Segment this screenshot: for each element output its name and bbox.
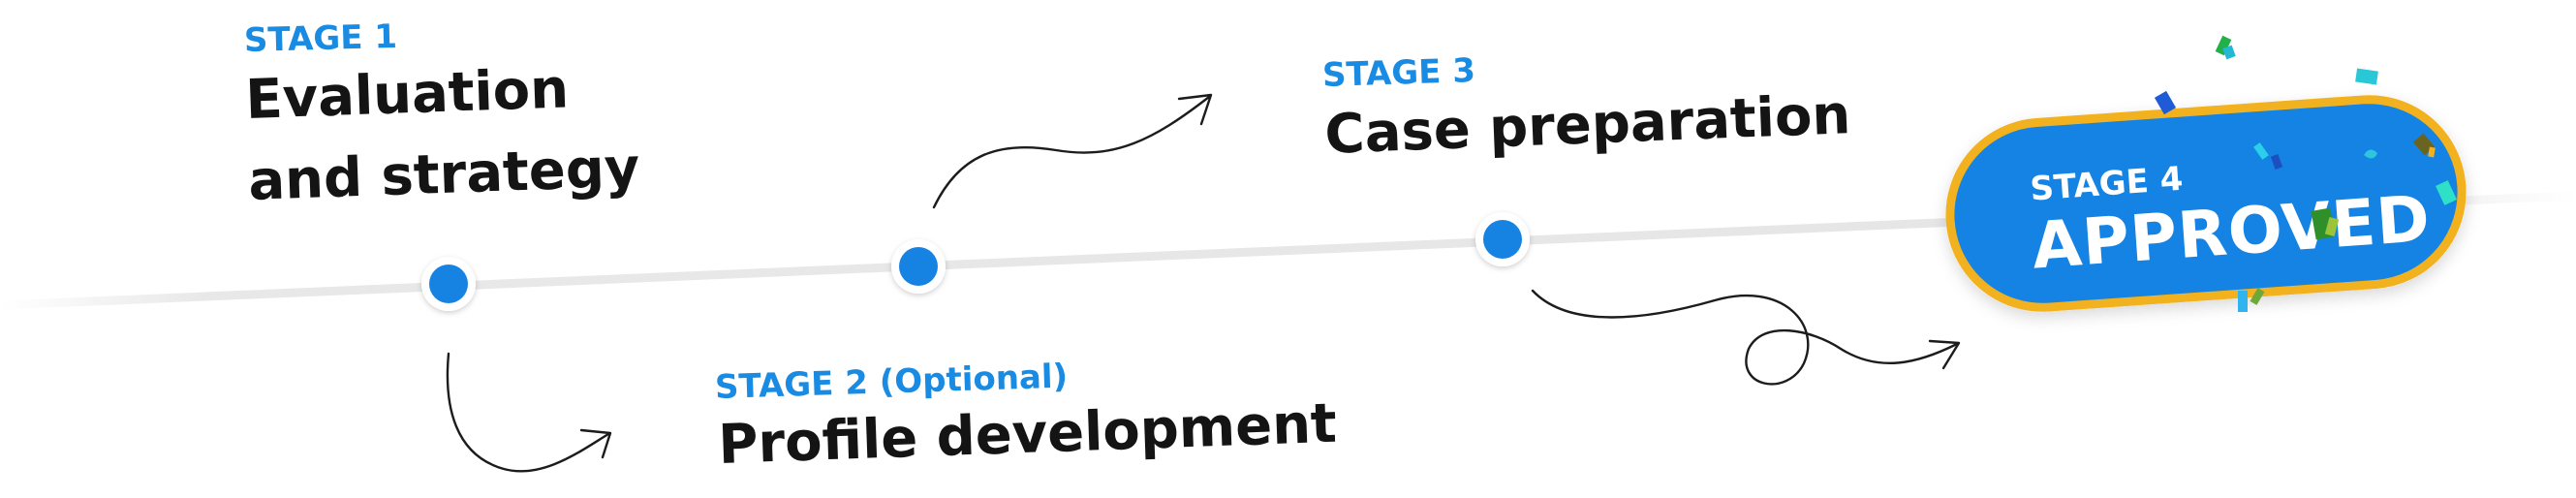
arrow-stage-3-to-4 bbox=[1531, 289, 1961, 386]
stage-1-label: STAGE 1 bbox=[243, 16, 398, 60]
approved-badge: STAGE 4 APPROVED bbox=[1939, 88, 2473, 319]
arrow-stage-2-to-3 bbox=[932, 93, 1213, 209]
milestone-dot-stage-2 bbox=[891, 239, 946, 294]
stage-1-title: Evaluation and strategy bbox=[244, 57, 641, 213]
stage-3-label: STAGE 3 bbox=[1321, 51, 1476, 95]
arrow-stage-1-to-2 bbox=[446, 352, 612, 473]
milestone-dot-stage-1 bbox=[421, 257, 476, 311]
milestone-dot-stage-3 bbox=[1475, 212, 1530, 266]
